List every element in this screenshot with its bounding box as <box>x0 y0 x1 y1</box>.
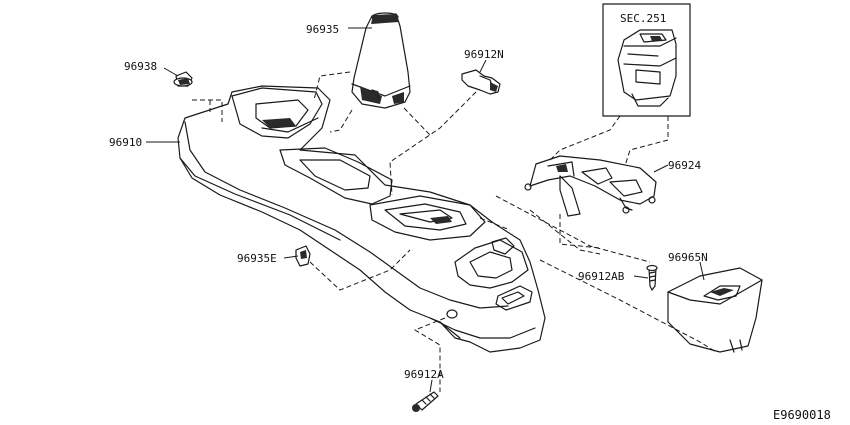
sec251-box-frame <box>602 3 691 117</box>
label-96965n: 96965N <box>668 251 708 264</box>
switch-sec251 <box>602 3 691 117</box>
clip-96912n <box>461 69 501 95</box>
label-96910: 96910 <box>109 136 142 149</box>
label-96912ab: 96912AB <box>578 270 625 283</box>
screw-96912a <box>412 391 439 412</box>
catalog-code: E9690018 <box>773 408 831 422</box>
grommet-96938 <box>173 71 193 87</box>
label-96935e: 96935E <box>237 252 277 265</box>
part-labels: 96935 96912N 96938 96910 96924 96935E 96… <box>109 12 708 381</box>
label-sec251: SEC.251 <box>620 12 666 25</box>
assembly-dashed-lines <box>192 71 717 392</box>
screw-96912ab <box>646 264 658 291</box>
clip-96935e <box>295 245 311 267</box>
label-96938: 96938 <box>124 60 157 73</box>
center-console-body <box>177 85 546 353</box>
label-96912a: 96912A <box>404 368 444 381</box>
label-96935: 96935 <box>306 23 339 36</box>
finisher-96924 <box>524 155 657 217</box>
label-96924: 96924 <box>668 159 701 172</box>
lid-96965n <box>667 267 763 353</box>
leader-lines <box>146 27 705 393</box>
shift-boot <box>351 12 411 109</box>
label-96912n: 96912N <box>464 48 504 61</box>
